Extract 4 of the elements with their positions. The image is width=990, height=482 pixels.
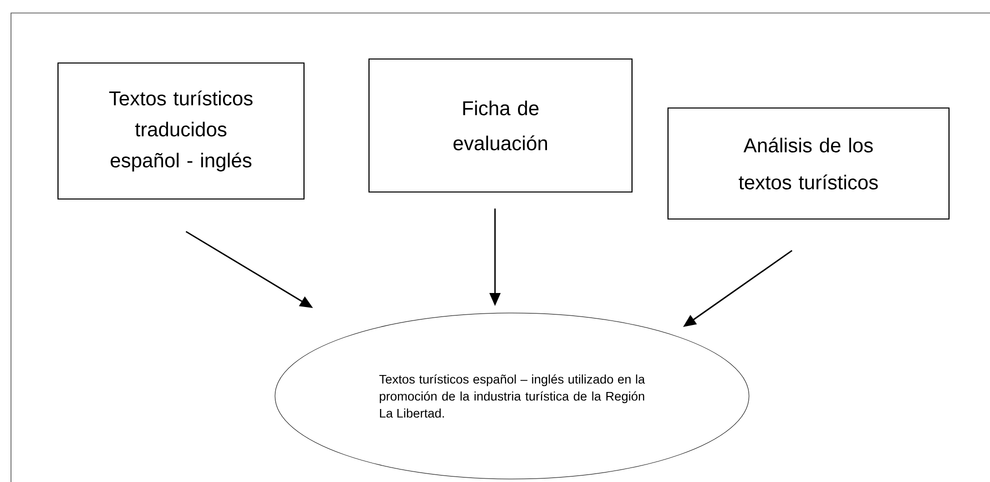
- text-box: Textos turísticos traducidos español - inglés: [57, 62, 305, 200]
- text-box: Análisis de los textos turísticos: [667, 107, 950, 220]
- text-box: Ficha de evaluación: [368, 58, 633, 193]
- ellipse-node: Textos turísticos español – inglés utilizado en la promoción de la industria turística de la Región La Libertad.: [274, 312, 750, 480]
